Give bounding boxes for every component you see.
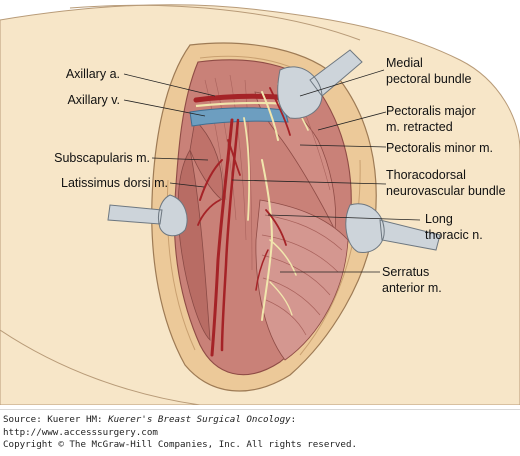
source-prefix: Source: Kuerer HM: <box>3 414 109 425</box>
caption-divider <box>0 409 520 410</box>
leader-lines <box>123 69 421 273</box>
anatomical-illustration: Axillary a. Axillary v. Subscapularis m.… <box>0 4 520 406</box>
source-suffix: : <box>290 414 297 425</box>
label-axillary-vein: Axillary v. <box>67 93 120 107</box>
axillary-vein <box>189 107 289 127</box>
source-caption: Source: Kuerer HM: Kuerer's Breast Surgi… <box>3 414 517 452</box>
label-pec-major-line1: Pectoralis major <box>386 104 476 118</box>
label-thoracodorsal-line1: Thoracodorsal <box>386 168 466 182</box>
thoracodorsal-vessels <box>197 117 251 357</box>
label-long-thoracic-line1: Long <box>425 212 453 226</box>
serratus-striations <box>261 214 343 336</box>
label-serratus-line1: Serratus <box>382 265 430 279</box>
source-line: Source: Kuerer HM: Kuerer's Breast Surgi… <box>3 414 517 427</box>
label-subscapularis: Subscapularis m. <box>54 151 150 165</box>
label-medial-pectoral-line1: Medial <box>386 56 423 70</box>
label-axillary-artery: Axillary a. <box>65 67 120 81</box>
label-thoracodorsal-line2: neurovascular bundle <box>386 184 506 198</box>
left-retractor <box>107 194 188 237</box>
serratus-anterior-muscle <box>255 199 349 361</box>
long-thoracic-branches <box>255 159 297 321</box>
label-pec-major-line2: m. retracted <box>386 120 453 134</box>
label-long-thoracic-line2: thoracic n. <box>425 228 483 242</box>
label-latissimus-dorsi: Latissimus dorsi m. <box>61 176 168 190</box>
label-pec-minor: Pectoralis minor m. <box>386 141 493 155</box>
right-retractor <box>345 203 441 254</box>
skin-fold-lower <box>0 329 201 406</box>
skin-fold <box>69 4 361 41</box>
label-serratus-line2: anterior m. <box>382 281 442 295</box>
axilla-dissection-drawing <box>0 4 520 406</box>
source-url: http://www.accesssurgery.com <box>3 426 158 438</box>
label-medial-pectoral-line2: pectoral bundle <box>386 72 472 86</box>
copyright-notice: Copyright © The McGraw-Hill Companies, I… <box>3 439 358 450</box>
source-book-title: Kuerer's Breast Surgical Oncology <box>108 414 291 425</box>
